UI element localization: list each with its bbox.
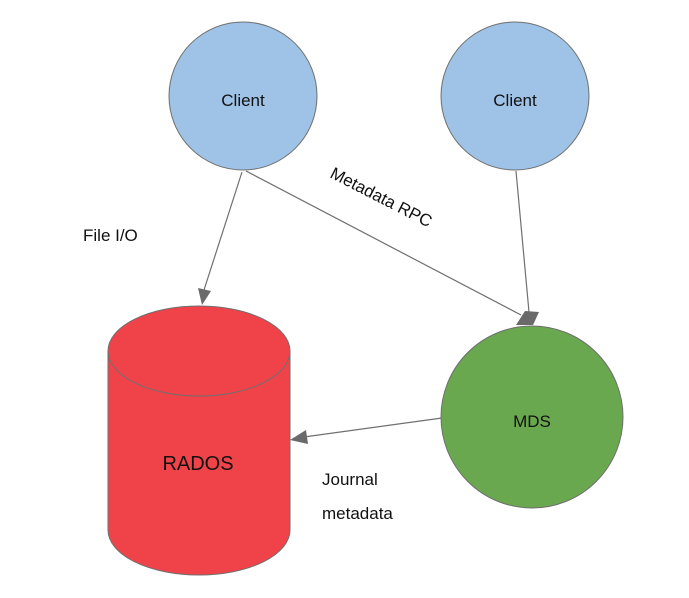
edge-client-right-to-mds [515,170,539,325]
rados-cylinder-body [107,351,291,576]
arrowhead-mds [516,311,539,325]
journal-label: Journal [322,470,378,489]
client-right-label: Client [493,91,537,110]
rados-cylinder-top [107,305,291,397]
rados-cylinder: RADOS [107,305,291,576]
edge-client-left-to-mds [245,170,522,316]
edge-client-left-to-rados [198,171,243,305]
journal-metadata-label: metadata [322,504,393,523]
mds-label: MDS [513,412,551,431]
arrowhead-journal [290,430,308,444]
arrowhead-rados [198,288,211,305]
mds-node: MDS [440,325,624,509]
client-node-right: Client [440,21,590,171]
edge-mds-to-rados [290,417,443,444]
client-left-label: Client [221,91,265,110]
metadata-rpc-label: Metadata RPC [327,164,435,232]
file-io-label: File I/O [83,226,138,245]
rados-label: RADOS [162,453,233,475]
client-node-left: Client [168,21,318,171]
